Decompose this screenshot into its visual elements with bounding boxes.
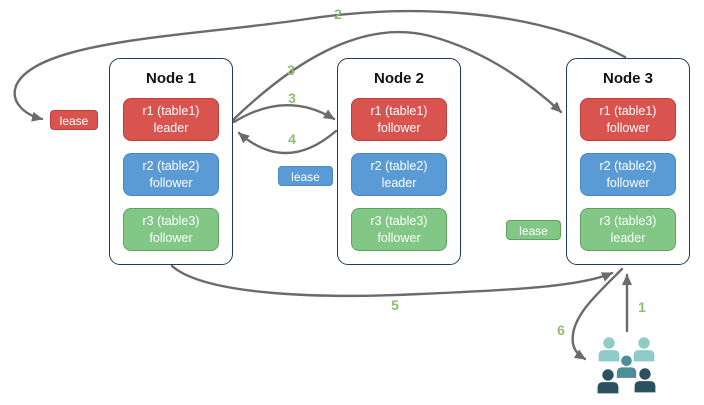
replica-name: r3 (table3)	[599, 214, 657, 229]
step-label-3b: 3	[288, 90, 296, 106]
arrow-step-3-leader-to-node3	[231, 30, 563, 122]
arrow-step-4-node2-to-leader	[237, 129, 338, 155]
step-label-6: 6	[557, 322, 565, 338]
arrow-step-5-node1-to-node3	[170, 264, 614, 298]
replica-name: r3 (table3)	[142, 214, 200, 229]
replica-role: follower	[149, 230, 193, 245]
node-3-replica-r2: r2 (table2) follower	[580, 153, 676, 196]
node-1-title: Node 1	[145, 70, 196, 87]
replica-role: leader	[153, 120, 189, 135]
step-label-1: 1	[638, 299, 646, 315]
replica-name: r3 (table3)	[370, 214, 428, 229]
node-3-replica-r3: r3 (table3) leader	[580, 208, 676, 251]
node-1-replica-r3: r3 (table3) follower	[123, 208, 219, 251]
replica-role: follower	[606, 120, 650, 135]
replica-role: follower	[377, 120, 421, 135]
replica-role: leader	[381, 175, 417, 190]
step-label-4: 4	[288, 131, 296, 147]
replica-role: follower	[606, 175, 650, 190]
lease-badge-red: lease	[50, 110, 98, 130]
node-2-replica-r2: r2 (table2) leader	[351, 153, 447, 196]
replica-role: follower	[377, 230, 421, 245]
replica-role: follower	[149, 175, 193, 190]
arrow-step-3-leader-to-node2	[232, 104, 336, 124]
node-3-replica-r1: r1 (table1) follower	[580, 98, 676, 141]
replica-role: leader	[610, 230, 646, 245]
arrow-step-6-node3-to-users	[571, 267, 624, 361]
lease-badge-blue: lease	[278, 166, 333, 186]
arrow-step-2-node3-to-lease	[13, 9, 627, 122]
node-1-replica-r2: r2 (table2) follower	[123, 153, 219, 196]
replica-name: r1 (table1)	[370, 104, 428, 119]
step-label-5: 5	[391, 297, 399, 313]
replica-name: r2 (table2)	[142, 159, 200, 174]
node-2-replica-r3: r3 (table3) follower	[351, 208, 447, 251]
lease-badge-green: lease	[506, 220, 561, 240]
node-2: Node 2 r1 (table1) follower r2 (table2) …	[337, 58, 461, 265]
step-label-3a: 3	[287, 62, 295, 78]
node-2-title: Node 2	[373, 70, 424, 87]
replica-name: r1 (table1)	[599, 104, 657, 119]
users-icon	[596, 336, 657, 395]
replica-name: r1 (table1)	[142, 104, 200, 119]
node-1-replica-r1: r1 (table1) leader	[123, 98, 219, 141]
node-2-replica-r1: r1 (table1) follower	[351, 98, 447, 141]
step-label-2: 2	[334, 6, 342, 22]
node-3: Node 3 r1 (table1) follower r2 (table2) …	[566, 58, 690, 265]
node-1: Node 1 r1 (table1) leader r2 (table2) fo…	[109, 58, 233, 265]
replica-name: r2 (table2)	[370, 159, 428, 174]
replica-name: r2 (table2)	[599, 159, 657, 174]
node-3-title: Node 3	[602, 70, 653, 87]
